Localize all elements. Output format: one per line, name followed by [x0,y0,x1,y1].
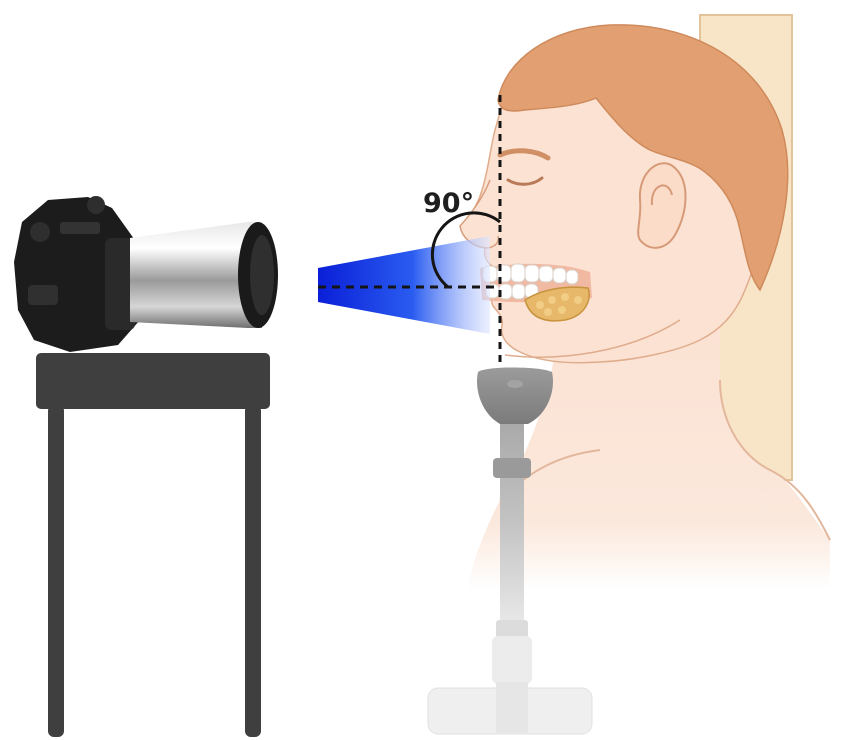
table-top [36,353,270,409]
camera-icon [14,196,278,352]
light-beam-icon [318,236,490,334]
table-leg-left [48,405,64,737]
stand-collar [493,458,531,478]
stand-pole [500,420,524,640]
angle-label: 90° [423,188,474,219]
table-leg-right [245,405,261,737]
table-icon [36,353,270,737]
